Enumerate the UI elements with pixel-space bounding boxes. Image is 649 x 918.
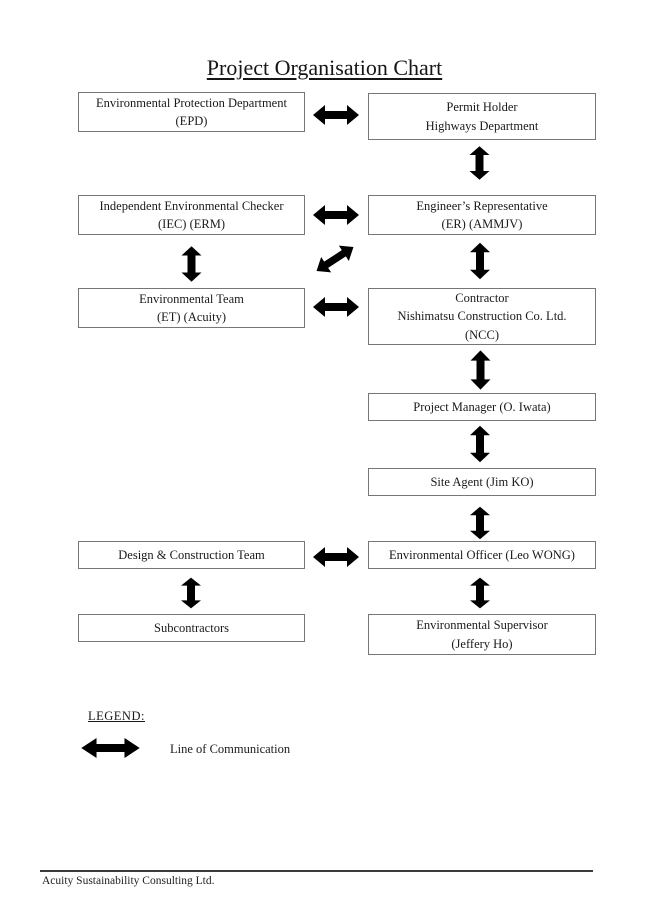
org-box-permit-holder: Permit Holder Highways Department bbox=[368, 93, 596, 140]
double-arrow-icon-er-contractor bbox=[470, 242, 490, 280]
footer-company-name: Acuity Sustainability Consulting Ltd. bbox=[42, 875, 215, 887]
double-arrow-icon-officer-supervisor bbox=[470, 577, 490, 609]
legend-line-of-communication-label: Line of Communication bbox=[170, 742, 291, 756]
double-arrow-icon-et-contractor bbox=[313, 297, 359, 317]
org-box-environmental-officer: Environmental Officer (Leo WONG) bbox=[368, 541, 596, 569]
double-arrow-icon-epd-permit bbox=[313, 105, 359, 125]
double-arrow-icon-dct-subcontractors bbox=[181, 577, 201, 609]
double-arrow-icon-pm-site-agent bbox=[470, 425, 490, 463]
org-box-iec: Independent Environmental Checker (IEC) … bbox=[78, 195, 305, 235]
org-box-contractor: Contractor Nishimatsu Construction Co. L… bbox=[368, 288, 596, 345]
org-box-design-construction-team: Design & Construction Team bbox=[78, 541, 305, 569]
double-arrow-icon-iec-er bbox=[313, 205, 359, 225]
double-arrow-icon-et-er-diagonal bbox=[311, 239, 359, 279]
org-box-engineers-representative: Engineer’s Representative (ER) (AMMJV) bbox=[368, 195, 596, 235]
org-box-site-agent: Site Agent (Jim KO) bbox=[368, 468, 596, 496]
page-title: Project Organisation Chart bbox=[206, 55, 443, 80]
double-arrow-icon-permit-er bbox=[469, 146, 490, 180]
org-box-environmental-team: Environmental Team (ET) (Acuity) bbox=[78, 288, 305, 328]
org-box-subcontractors: Subcontractors bbox=[78, 614, 305, 642]
org-box-environmental-supervisor: Environmental Supervisor (Jeffery Ho) bbox=[368, 614, 596, 655]
org-box-epd: Environmental Protection Department (EPD… bbox=[78, 92, 305, 132]
footer-divider bbox=[40, 870, 593, 872]
org-box-project-manager: Project Manager (O. Iwata) bbox=[368, 393, 596, 421]
legend-double-arrow-icon bbox=[81, 738, 140, 758]
double-arrow-icon-contractor-pm bbox=[470, 350, 491, 390]
double-arrow-icon-dct-officer bbox=[313, 547, 359, 567]
double-arrow-icon-site-agent-officer bbox=[470, 506, 490, 540]
double-arrow-icon-iec-et bbox=[181, 246, 202, 282]
legend-heading: LEGEND: bbox=[88, 709, 145, 723]
